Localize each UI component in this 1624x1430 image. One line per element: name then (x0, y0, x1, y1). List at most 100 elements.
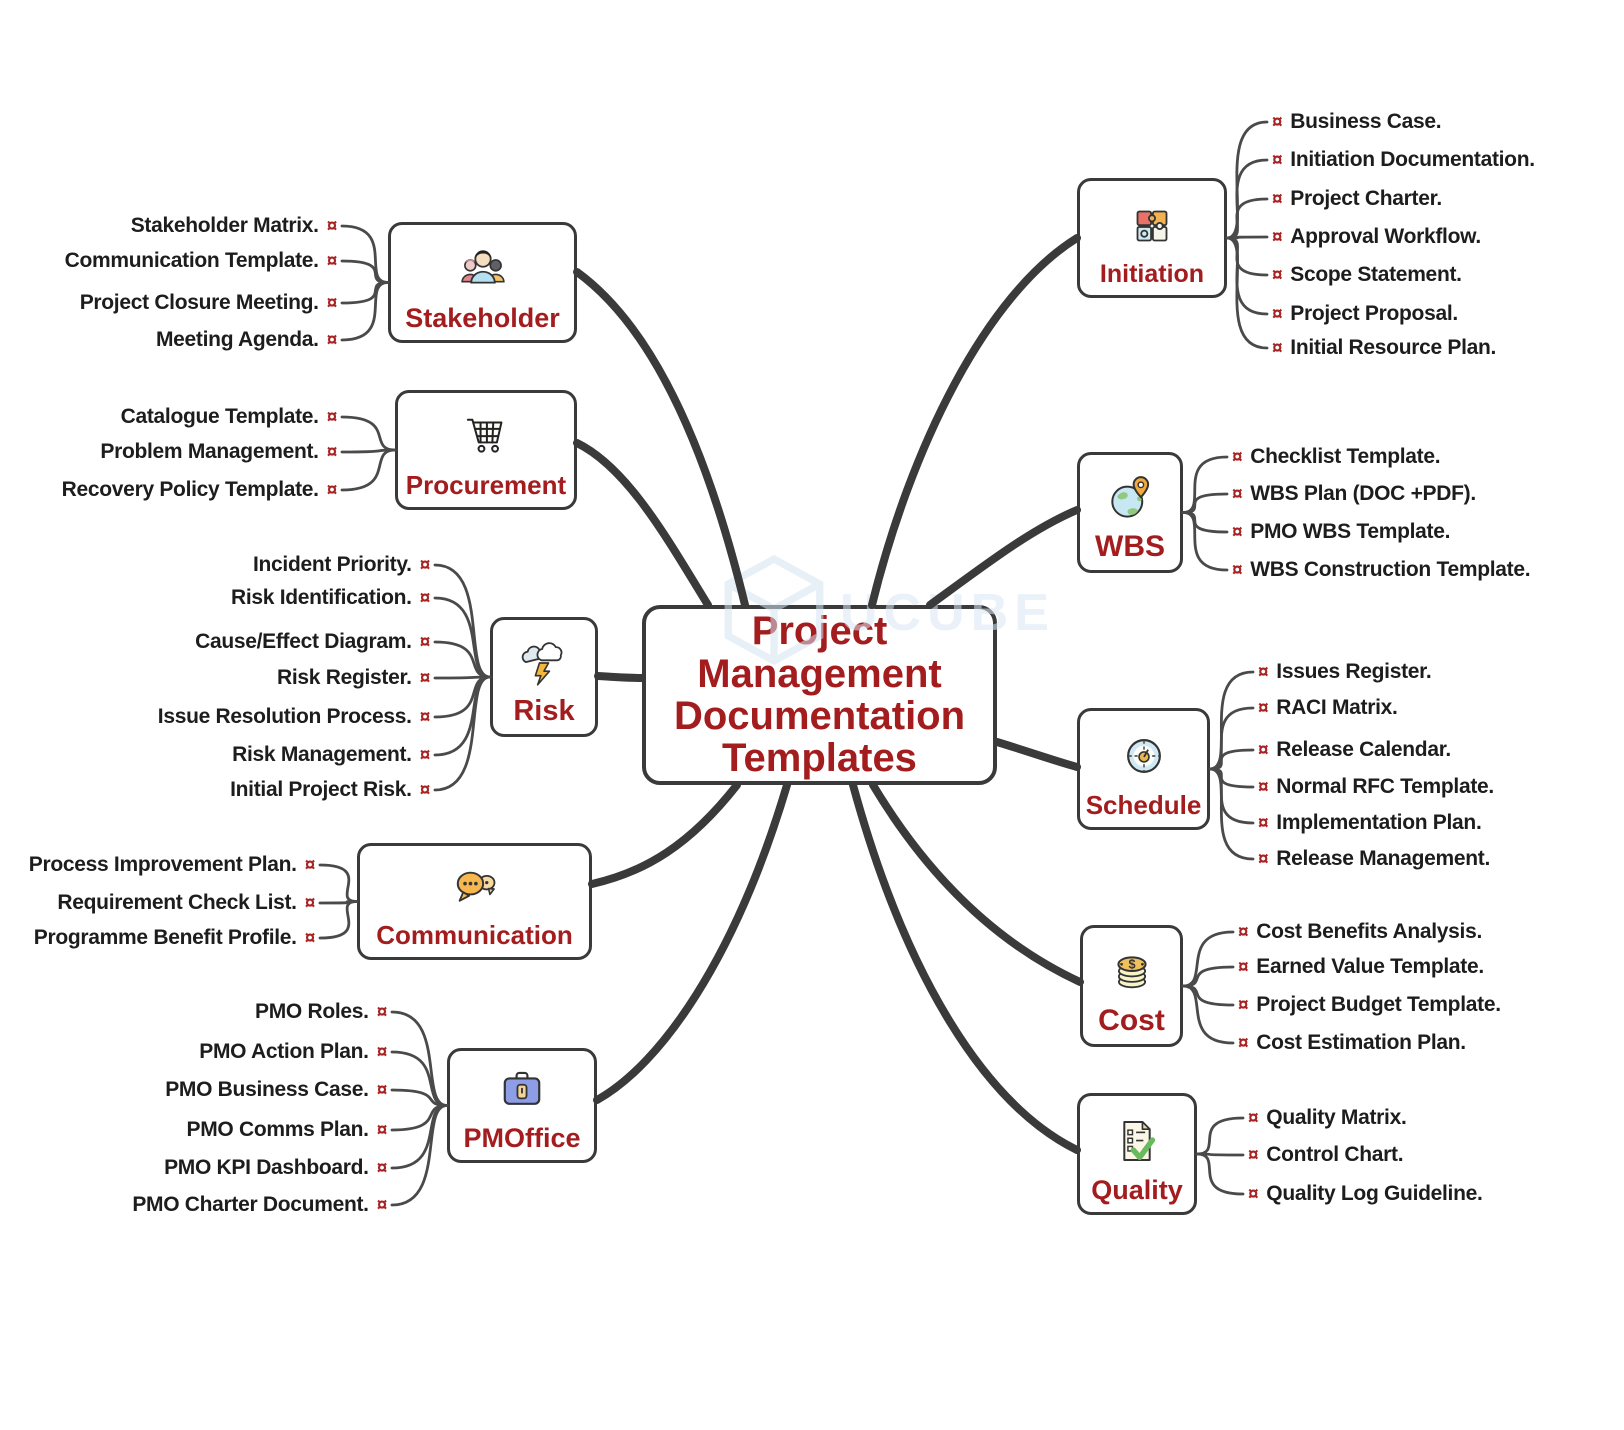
branch-node-risk[interactable]: Risk (490, 617, 598, 737)
leaf-node-cost-3[interactable]: ¤Project Budget Template. (1238, 988, 1501, 1022)
leaf-node-risk-1[interactable]: Incident Priority.¤ (253, 548, 430, 582)
leaf-node-pmoffice-5[interactable]: PMO KPI Dashboard.¤ (164, 1151, 387, 1185)
currency-bullet-icon: ¤ (1258, 697, 1269, 719)
leaf-line-stakeholder (340, 281, 390, 342)
leaf-node-pmoffice-1[interactable]: PMO Roles.¤ (255, 995, 387, 1029)
leaf-label: Project Budget Template. (1256, 993, 1501, 1016)
leaf-node-stakeholder-4[interactable]: Meeting Agenda.¤ (156, 323, 337, 357)
leaf-node-stakeholder-2[interactable]: Communication Template.¤ (65, 244, 338, 278)
leaf-label: Initiation Documentation. (1290, 148, 1535, 171)
leaf-node-initiation-2[interactable]: ¤ Initiation Documentation. (1272, 143, 1535, 177)
leaf-node-initiation-1[interactable]: ¤Business Case. (1272, 105, 1442, 139)
leaf-node-quality-1[interactable]: ¤Quality Matrix. (1248, 1101, 1407, 1135)
leaf-node-initiation-4[interactable]: ¤Approval Workflow. (1272, 220, 1481, 254)
leaf-line-pmoffice (390, 1088, 449, 1107)
branch-title-stakeholder: Stakeholder (405, 302, 560, 333)
leaf-node-cost-1[interactable]: ¤Cost Benefits Analysis. (1238, 915, 1482, 949)
storm-icon (515, 630, 573, 696)
leaf-line-schedule (1208, 706, 1255, 771)
currency-bullet-icon: ¤ (1258, 661, 1269, 683)
currency-bullet-icon: ¤ (304, 854, 316, 876)
leaf-node-initiation-5[interactable]: ¤Scope Statement. (1272, 258, 1462, 292)
currency-bullet-icon: ¤ (1272, 149, 1283, 171)
branch-node-quality[interactable]: Quality (1077, 1093, 1197, 1215)
leaf-node-wbs-4[interactable]: ¤WBS Construction Template. (1232, 553, 1531, 587)
leaf-node-risk-4[interactable]: Risk Register.¤ (277, 661, 430, 695)
leaf-node-risk-7[interactable]: Initial Project Risk.¤ (230, 773, 430, 807)
leaf-node-schedule-3[interactable]: ¤Release Calendar. (1258, 733, 1451, 767)
leaf-node-communication-1[interactable]: Process Improvement Plan. ¤ (28, 848, 316, 882)
leaf-node-risk-2[interactable]: Risk Identification.¤ (231, 581, 430, 615)
leaf-node-quality-3[interactable]: ¤ Quality Log Guideline. (1248, 1177, 1483, 1211)
leaf-label: Project Proposal. (1290, 302, 1458, 325)
leaf-label: Stakeholder Matrix. (130, 214, 319, 237)
leaf-node-schedule-6[interactable]: ¤Release Management. (1258, 842, 1490, 876)
leaf-node-risk-3[interactable]: Cause/Effect Diagram.¤ (195, 625, 430, 659)
leaf-line-schedule (1208, 748, 1255, 771)
branch-node-stakeholder[interactable]: Stakeholder (388, 222, 577, 343)
leaf-node-cost-2[interactable]: ¤Earned Value Template. (1238, 950, 1484, 984)
leaf-node-pmoffice-2[interactable]: PMO Action Plan.¤ (199, 1035, 387, 1069)
leaf-node-schedule-5[interactable]: ¤Implementation Plan. (1258, 806, 1482, 840)
branch-node-initiation[interactable]: Initiation (1077, 178, 1227, 298)
leaf-node-initiation-7[interactable]: ¤Initial Resource Plan. (1272, 331, 1496, 365)
leaf-node-procurement-2[interactable]: Problem Management.¤ (100, 435, 337, 469)
branch-node-procurement[interactable]: Procurement (395, 390, 577, 510)
branch-node-schedule[interactable]: Schedule (1077, 708, 1210, 830)
leaf-label: Process Improvement Plan. (28, 853, 297, 876)
currency-bullet-icon: ¤ (1248, 1107, 1259, 1129)
chat-icon (446, 856, 504, 922)
leaf-label: Risk Identification. (231, 586, 412, 609)
leaf-line-communication (318, 863, 359, 903)
compass-icon (1115, 721, 1173, 792)
leaf-node-pmoffice-3[interactable]: PMO Business Case.¤ (165, 1073, 387, 1107)
leaf-node-schedule-4[interactable]: ¤Normal RFC Template. (1258, 770, 1494, 804)
currency-bullet-icon: ¤ (1232, 559, 1243, 581)
currency-bullet-icon: ¤ (1238, 921, 1249, 943)
branch-line-risk (594, 672, 646, 682)
leaf-node-stakeholder-1[interactable]: Stakeholder Matrix.¤ (130, 209, 338, 243)
leaf-node-quality-2[interactable]: ¤Control Chart. (1248, 1138, 1404, 1172)
leaf-node-wbs-3[interactable]: ¤PMO WBS Template. (1232, 515, 1450, 549)
leaf-label: PMO Charter Document. (132, 1193, 369, 1216)
leaf-node-wbs-1[interactable]: ¤Checklist Template. (1232, 440, 1441, 474)
leaf-node-communication-2[interactable]: Requirement Check List.¤ (57, 886, 315, 920)
leaf-node-schedule-1[interactable]: ¤Issues Register. (1258, 655, 1432, 689)
branch-node-wbs[interactable]: WBS (1077, 452, 1183, 573)
leaf-label: PMO Roles. (255, 1000, 369, 1023)
branch-node-pmoffice[interactable]: PMOffice (447, 1048, 597, 1163)
leaf-node-stakeholder-3[interactable]: Project Closure Meeting.¤ (80, 286, 338, 320)
currency-bullet-icon: ¤ (376, 1079, 388, 1101)
leaf-node-schedule-2[interactable]: ¤RACI Matrix. (1258, 691, 1398, 725)
leaf-node-initiation-3[interactable]: ¤Project Charter. (1272, 182, 1442, 216)
leaf-label: Recovery Policy Template. (61, 478, 319, 501)
leaf-label: Cost Estimation Plan. (1256, 1031, 1466, 1054)
leaf-node-cost-4[interactable]: ¤Cost Estimation Plan. (1238, 1026, 1466, 1060)
leaf-node-pmoffice-4[interactable]: PMO Comms Plan.¤ (187, 1113, 388, 1147)
leaf-node-initiation-6[interactable]: ¤Project Proposal. (1272, 297, 1458, 331)
central-topic-title-line: Templates (722, 736, 917, 781)
currency-bullet-icon: ¤ (1258, 776, 1269, 798)
branch-node-cost[interactable]: $ Cost (1080, 925, 1183, 1047)
leaf-node-procurement-1[interactable]: Catalogue Template.¤ (121, 400, 338, 434)
leaf-label: Initial Project Risk. (230, 778, 412, 801)
central-topic-title-line: Documentation (673, 694, 966, 738)
quality-checklist-icon (1108, 1106, 1166, 1176)
currency-bullet-icon: ¤ (1272, 264, 1283, 286)
leaf-node-communication-3[interactable]: Programme Benefit Profile.¤ (34, 921, 316, 955)
leaf-label: Incident Priority. (252, 553, 412, 576)
currency-bullet-icon: ¤ (1248, 1183, 1259, 1205)
leaf-line-risk (433, 675, 492, 680)
currency-bullet-icon: ¤ (1258, 812, 1269, 834)
leaf-node-pmoffice-6[interactable]: PMO Charter Document.¤ (132, 1188, 387, 1222)
branch-node-communication[interactable]: Communication (357, 843, 592, 960)
leaf-node-risk-5[interactable]: Issue Resolution Process.¤ (158, 700, 431, 734)
leaf-line-quality (1195, 1116, 1245, 1156)
leaf-node-risk-6[interactable]: Risk Management.¤ (232, 738, 430, 772)
currency-bullet-icon: ¤ (1272, 226, 1283, 248)
leaf-node-wbs-2[interactable]: ¤WBS Plan (DOC +PDF). (1232, 477, 1476, 511)
leaf-node-procurement-3[interactable]: Recovery Policy Template.¤ (61, 473, 338, 507)
branch-title-communication: Communication (376, 919, 573, 950)
leaf-label: Quality Log Guideline. (1266, 1182, 1483, 1205)
